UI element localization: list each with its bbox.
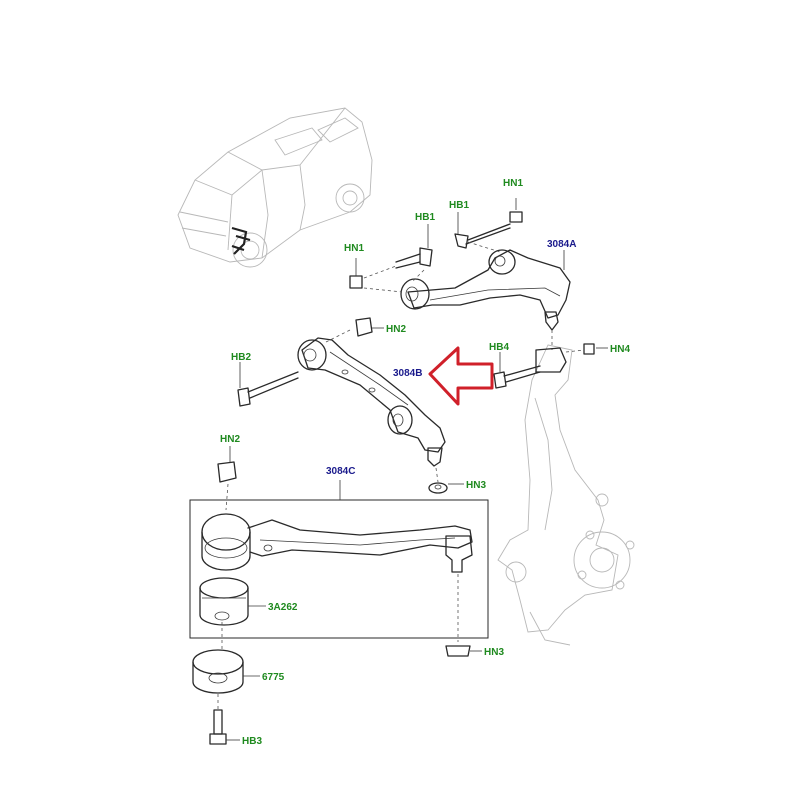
- label-hb3: HB3: [242, 736, 262, 747]
- label-hn2-top: HN2: [386, 324, 406, 335]
- vehicle-illustration: [177, 107, 373, 268]
- left-arrow-outline-icon: [428, 346, 494, 406]
- lower-parts: [192, 461, 471, 745]
- label-hn1-left: HN1: [344, 243, 364, 254]
- label-3084c: 3084C: [326, 466, 355, 477]
- label-3084a: 3084A: [547, 239, 576, 250]
- label-hb1-right: HB1: [449, 200, 469, 211]
- label-hb1-left: HB1: [415, 212, 435, 223]
- upper-control-arm-3084a: [400, 249, 571, 350]
- label-hn3-lower: HN3: [484, 647, 504, 658]
- label-3084b: 3084B: [393, 368, 422, 379]
- knuckle-assembly: [497, 344, 635, 646]
- callout-labels: HN1 HB1 HB1 HN1 3084A HN2 HB4 HN4 HB2 30…: [220, 178, 630, 747]
- label-hn1-top: HN1: [503, 178, 523, 189]
- lower-fasteners: [237, 317, 595, 494]
- detail-box-3084c: [189, 499, 489, 639]
- upper-fasteners: [349, 198, 523, 293]
- label-3a262: 3A262: [268, 602, 298, 613]
- label-hn4: HN4: [610, 344, 630, 355]
- label-6775: 6775: [262, 672, 285, 683]
- label-hn2-lower: HN2: [220, 434, 240, 445]
- label-hb2: HB2: [231, 352, 251, 363]
- label-hb4: HB4: [489, 342, 509, 353]
- leader-lines: [226, 212, 608, 741]
- label-hn3-upper: HN3: [466, 480, 486, 491]
- lower-arm-3084c: [199, 513, 473, 642]
- lower-control-arm-3084b: [297, 337, 446, 483]
